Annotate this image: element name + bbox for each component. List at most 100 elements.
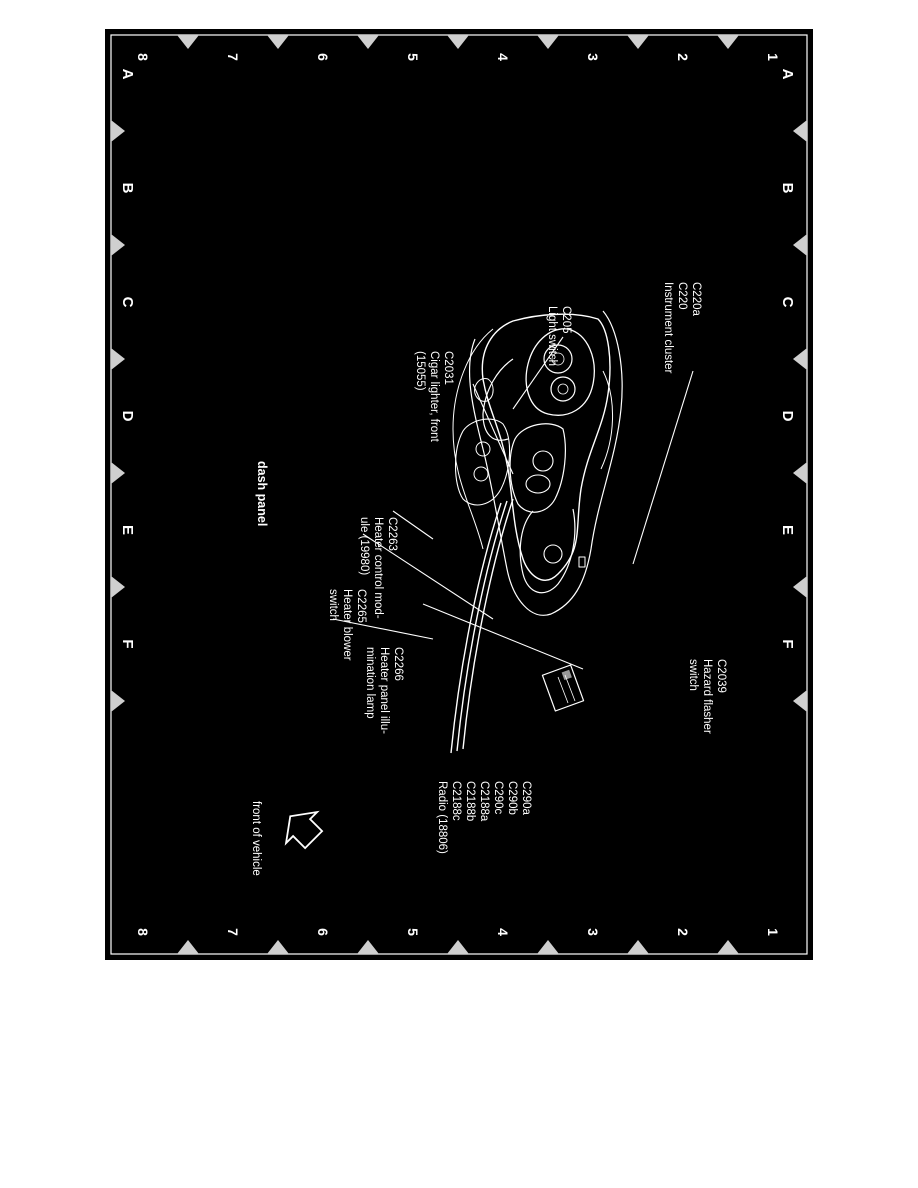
grid-tick-right xyxy=(357,940,379,954)
grid-row-d-bottom: D xyxy=(119,411,136,422)
gauge-right-inner xyxy=(557,383,569,395)
grid-row-a-top: A xyxy=(779,69,796,80)
radio-detail-1 xyxy=(564,674,576,702)
grid-col-4-left: 4 xyxy=(495,53,511,61)
grid-row-c-top: C xyxy=(779,297,796,308)
grid-tick-top xyxy=(793,690,807,712)
grid-tick-bottom xyxy=(111,234,125,256)
radio-body xyxy=(541,664,585,712)
front-of-vehicle-indicator: front of vehicle xyxy=(250,801,324,876)
callout-hazard-flasher-line-3: switch xyxy=(687,659,699,691)
callout-heater-blower-switch-line-1: C2265 xyxy=(355,589,367,623)
grid-col-5-right: 5 xyxy=(405,928,421,936)
radio-harness-1 xyxy=(462,498,514,750)
heater-dial-1 xyxy=(475,441,491,457)
grid-tick-bottom xyxy=(111,462,125,484)
callout-hazard-flasher-line-1: C2039 xyxy=(715,659,727,693)
grid-col-1-left: 1 xyxy=(765,53,781,61)
radio-harness-2 xyxy=(456,500,508,752)
arrow-icon xyxy=(284,810,324,850)
grid-row-a-bottom: A xyxy=(119,69,136,80)
leader-cigar-lighter xyxy=(472,383,514,475)
dash-outline xyxy=(481,313,611,581)
grid-tick-top xyxy=(793,234,807,256)
grid-tick-left xyxy=(447,35,469,49)
grid-col-5-left: 5 xyxy=(405,53,421,61)
radio-unit xyxy=(541,664,585,712)
callout-hazard-flasher-line-2: Hazard flasher xyxy=(701,659,713,734)
leader-heater-panel-lamp xyxy=(332,618,434,640)
cluster-bezel xyxy=(600,370,614,470)
lower-left-trim xyxy=(482,358,514,441)
grid-col-7-right: 7 xyxy=(225,928,241,936)
radio-detail-2 xyxy=(557,676,569,704)
grid-tick-left xyxy=(177,35,199,49)
callout-radio-line-2: C290b xyxy=(506,781,518,815)
leader-instrument-cluster xyxy=(632,370,694,565)
grid-tick-top xyxy=(793,576,807,598)
grid-col-8-left: 8 xyxy=(135,53,151,61)
callout-heater-panel-lamp-line-1: C2266 xyxy=(392,647,404,681)
callout-radio-line-1: C290a xyxy=(520,781,532,815)
grid-col-6-left: 6 xyxy=(315,53,331,61)
grid-col-8-right: 8 xyxy=(135,928,151,936)
grid-col-1-right: 1 xyxy=(765,928,781,936)
diagram-title: dash panel xyxy=(255,461,269,526)
dash-panel-illustration xyxy=(450,310,623,754)
grid-col-7-left: 7 xyxy=(225,53,241,61)
grid-tick-bottom xyxy=(111,690,125,712)
dash-top-edge xyxy=(452,328,494,550)
grid-col-2-left: 2 xyxy=(675,53,691,61)
callout-cigar-lighter-line-3: (15055) xyxy=(414,351,426,391)
grid-tick-top xyxy=(793,462,807,484)
callout-heater-blower-switch-line-2: Heater blower xyxy=(341,589,353,661)
grid-col-2-right: 2 xyxy=(675,928,691,936)
grid-tick-left xyxy=(717,35,739,49)
connector-c2039 xyxy=(578,556,586,568)
callout-cigar-lighter-line-2: Cigar lighter, front xyxy=(428,351,440,443)
center-vent xyxy=(532,450,554,472)
callout-heater-blower-switch-line-3: switch xyxy=(327,589,339,621)
callout-heater-control-module-line-3: ule (19980) xyxy=(358,517,370,575)
center-stack xyxy=(509,423,566,513)
callout-radio-line-4: C2188a xyxy=(478,781,490,822)
heater-knob xyxy=(525,474,551,494)
callout-heater-panel-lamp-line-3: mination lamp xyxy=(364,647,376,719)
grid-tick-right xyxy=(267,940,289,954)
callout-light-switch-line-1: C205 xyxy=(560,306,572,334)
grid-col-6-right: 6 xyxy=(315,928,331,936)
grid-row-e-bottom: E xyxy=(119,525,136,535)
callout-radio-line-6: C2188c xyxy=(450,781,462,821)
light-switch-body xyxy=(474,378,494,402)
radio-harness-3 xyxy=(450,502,502,754)
callout-instrument-cluster-line-3: Instrument cluster xyxy=(662,282,674,374)
callout-instrument-cluster-line-2: C220 xyxy=(676,282,688,310)
grid-tick-right xyxy=(717,940,739,954)
grid-tick-left xyxy=(627,35,649,49)
radio-screen xyxy=(561,669,572,681)
grid-col-4-right: 4 xyxy=(495,928,511,936)
front-of-vehicle-label: front of vehicle xyxy=(250,801,262,876)
cluster-hood xyxy=(525,328,595,416)
grid-tick-left xyxy=(537,35,559,49)
leader-hazard-flasher xyxy=(422,603,584,670)
grid-row-f-bottom: F xyxy=(119,639,136,648)
leader-heater-blower-switch xyxy=(362,533,494,620)
grid-row-c-bottom: C xyxy=(119,297,136,308)
grid-col-3-left: 3 xyxy=(585,53,601,61)
passenger-vent xyxy=(543,544,563,564)
grid-tick-right xyxy=(177,940,199,954)
grid-row-b-bottom: B xyxy=(119,183,136,194)
heater-panel xyxy=(455,418,511,506)
callout-cigar-lighter-line-1: C2031 xyxy=(442,351,454,385)
grid-tick-left xyxy=(357,35,379,49)
gauge-left-inner xyxy=(551,352,565,366)
grid-tick-right xyxy=(627,940,649,954)
grid-row-b-top: B xyxy=(779,183,796,194)
grid-tick-right xyxy=(537,940,559,954)
grid-tick-bottom xyxy=(111,576,125,598)
grid-tick-bottom xyxy=(111,348,125,370)
grid-row-e-top: E xyxy=(779,525,796,535)
